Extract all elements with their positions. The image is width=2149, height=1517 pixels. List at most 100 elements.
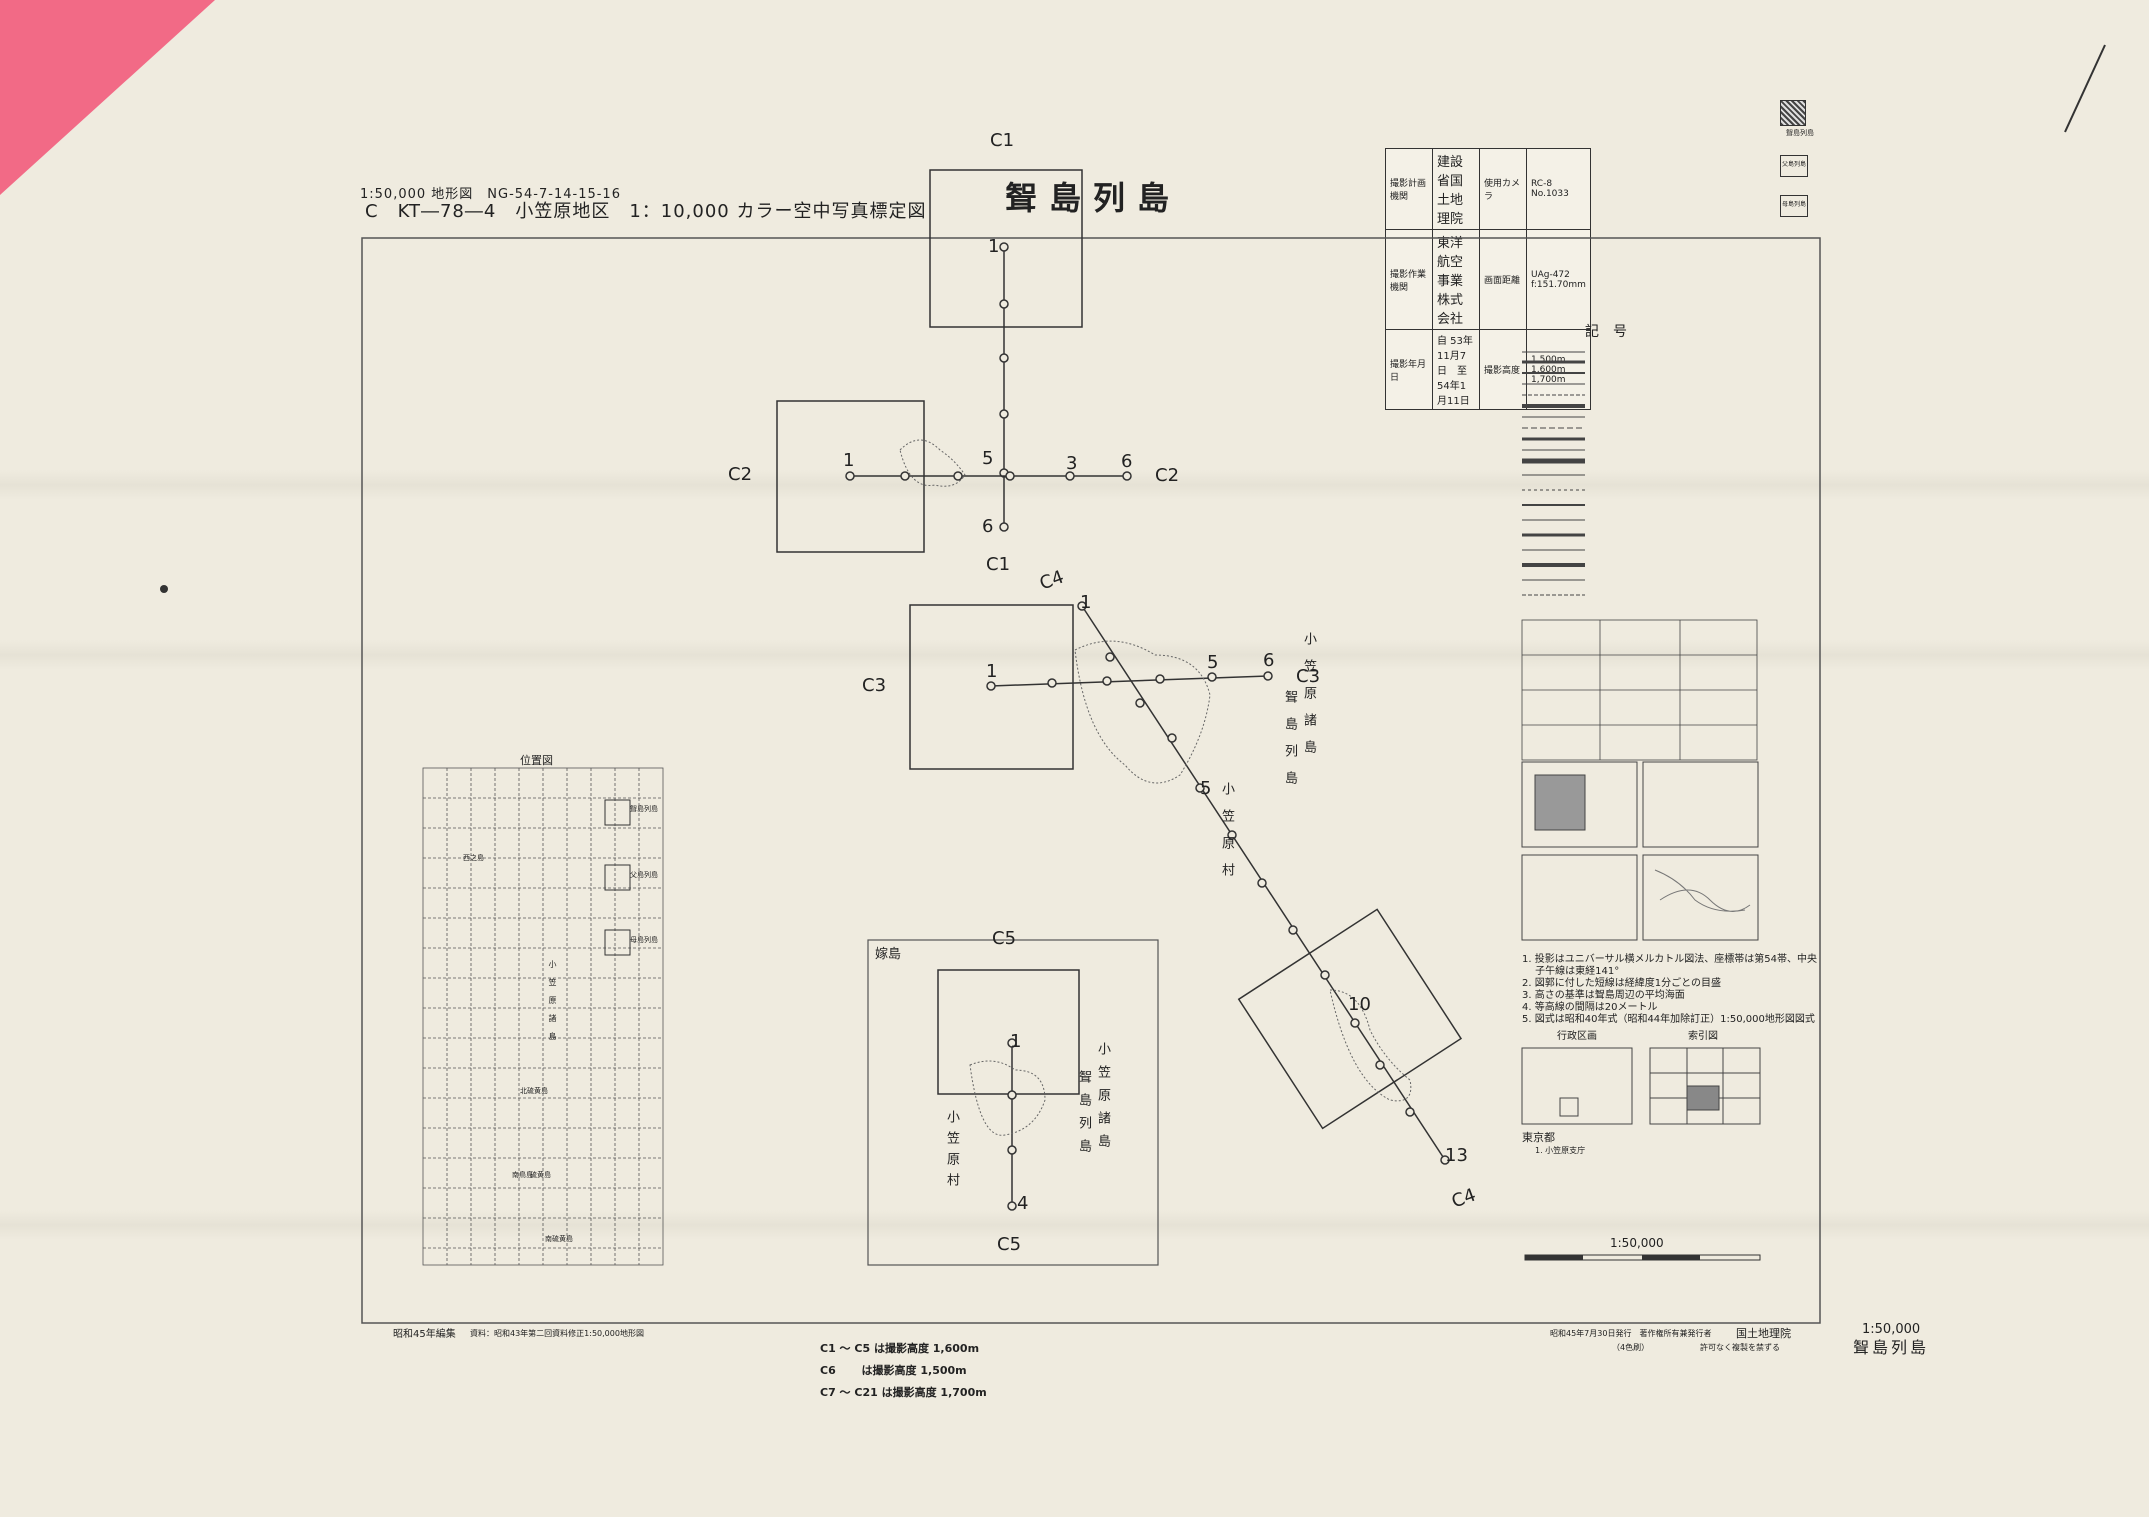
swatch-label: 母島列島 bbox=[1782, 201, 1807, 208]
c4-point-5: 5 bbox=[1200, 778, 1212, 799]
island-outline bbox=[969, 1060, 1046, 1136]
photo-frame-c1 bbox=[929, 169, 1083, 328]
label-c3-right: C3 bbox=[1296, 666, 1321, 687]
location-label: 小笠原諸島 bbox=[548, 960, 557, 1050]
legend-note: 1. 投影はユニバーサル横メルカトル図法、座標帯は第54帯、中央 bbox=[1522, 954, 1817, 965]
location-label: 南硫黄島 bbox=[545, 1235, 573, 1243]
compiled-date: 昭和45年編集 bbox=[393, 1329, 456, 1340]
exposure-points-c5 bbox=[1007, 1038, 1017, 1211]
color-note: （4色刷） bbox=[1612, 1343, 1650, 1352]
label-c3: C3 bbox=[862, 675, 887, 696]
fold-line bbox=[0, 640, 2149, 670]
legend-note: 5. 図式は昭和40年式（昭和44年加除訂正）1:50,000地形図図式 bbox=[1522, 1014, 1815, 1025]
info-label: 撮影高度 bbox=[1479, 329, 1527, 410]
swatch-label: 父島列島 bbox=[1782, 161, 1807, 168]
corner-color-tab bbox=[0, 0, 215, 195]
c4-point-end: 13 bbox=[1445, 1145, 1468, 1166]
fold-line bbox=[0, 1210, 2149, 1240]
location-label: 父島列島 bbox=[630, 871, 658, 879]
info-label: 使用カメラ bbox=[1479, 148, 1527, 230]
photo-frame-c4 bbox=[1237, 908, 1463, 1130]
info-label: 撮影作業機関 bbox=[1385, 229, 1433, 330]
c5-point-end: 4 bbox=[1017, 1193, 1029, 1214]
c2-point-mid: 5 bbox=[982, 448, 994, 469]
c2-point-3: 3 bbox=[1066, 453, 1078, 474]
legend-symbols bbox=[1522, 351, 1585, 596]
location-label: 聟島列島 bbox=[630, 805, 658, 813]
location-label: 母島列島 bbox=[630, 936, 658, 944]
admin-map-title: 行政区画 bbox=[1557, 1031, 1597, 1042]
pencil-stroke bbox=[2064, 44, 2106, 133]
location-label: 硫黄島 bbox=[530, 1171, 551, 1179]
inset-ogasawara-label: 小笠原諸島 bbox=[1095, 1042, 1110, 1157]
scale-bar bbox=[1524, 1254, 1761, 1261]
label-c5-top: C5 bbox=[992, 928, 1017, 949]
index-map-title: 索引図 bbox=[1688, 1031, 1718, 1042]
c3-point-5: 5 bbox=[1207, 652, 1219, 673]
map-subtitle: C KT―78―4 小笠原地区 1：10,000 カラー空中写真標定図 bbox=[365, 201, 927, 222]
archipelago-label: 聟島列島 bbox=[1282, 690, 1297, 798]
c4-point-10: 10 bbox=[1348, 994, 1371, 1015]
altitude-note: C1 ～ C5 は撮影高度 1,600m bbox=[820, 1342, 980, 1355]
inset-village-label: 小笠原村 bbox=[944, 1110, 959, 1194]
sheet-name: 聟島列島 bbox=[1853, 1338, 1930, 1357]
label-c2-right: C2 bbox=[1155, 465, 1180, 486]
info-label: 撮影年月日 bbox=[1385, 329, 1433, 410]
c3-point-end: 6 bbox=[1263, 650, 1275, 671]
island-outline bbox=[899, 439, 966, 487]
index-diagrams bbox=[1521, 1047, 1761, 1125]
location-grid bbox=[422, 767, 664, 1266]
inset-archipelago-label: 聟島列島 bbox=[1076, 1070, 1091, 1162]
tokyo-label: 東京都 bbox=[1522, 1131, 1555, 1144]
legend-title: 記号 bbox=[1585, 324, 1641, 340]
publish-note: 昭和45年7月30日発行 著作権所有兼発行者 bbox=[1550, 1329, 1712, 1338]
village-label: 小笠原村 bbox=[1219, 782, 1234, 890]
c3-point-start: 1 bbox=[986, 661, 998, 682]
location-label: 南鳥島 bbox=[512, 1171, 533, 1179]
c1-point-start: 1 bbox=[988, 236, 1000, 257]
tokyo-sublabel: 1. 小笠原支庁 bbox=[1535, 1146, 1586, 1155]
c2-point-end: 6 bbox=[1121, 451, 1133, 472]
altitude-note: C6 は撮影高度 1,500m bbox=[820, 1364, 967, 1377]
location-map-title: 位置図 bbox=[520, 754, 553, 767]
legend-note: 4. 等高線の間隔は20メートル bbox=[1522, 1002, 1658, 1013]
exposure-points-c1 bbox=[999, 242, 1009, 532]
map-title: 聟島列島 bbox=[1005, 179, 1182, 217]
info-value: RC-8 No.1033 bbox=[1526, 148, 1591, 230]
photo-frame-c3 bbox=[909, 604, 1074, 770]
ogasawara-label: 小笠原諸島 bbox=[1301, 632, 1316, 767]
source-note: 資料：昭和43年第二回資料修正1:50,000地形図 bbox=[470, 1329, 644, 1338]
photo-frame-c5 bbox=[937, 969, 1080, 1095]
info-value: 東洋航空事業株式会社 bbox=[1432, 229, 1480, 330]
legend-tables bbox=[1521, 619, 1758, 761]
map-frame bbox=[361, 237, 1821, 1324]
ink-dot bbox=[160, 585, 168, 593]
inset-island-label: 嫁島 bbox=[875, 947, 902, 962]
swatch-box bbox=[1780, 155, 1808, 177]
c2-point-start: 1 bbox=[843, 450, 855, 471]
inset-frame bbox=[867, 939, 1159, 1266]
series-number: 1:50,000 地形図 NG-54-7-14-15-16 bbox=[360, 187, 621, 202]
label-c1: C1 bbox=[990, 130, 1015, 151]
flight-line-c3 bbox=[990, 675, 1269, 687]
altitude-note: C7 ～ C21 は撮影高度 1,700m bbox=[820, 1386, 987, 1399]
swatch-box bbox=[1780, 195, 1808, 217]
island-outline bbox=[1074, 640, 1211, 784]
label-c5-bottom: C5 bbox=[997, 1234, 1022, 1255]
info-value: 1,500m 1,600m 1,700m bbox=[1526, 329, 1591, 410]
publisher: 国土地理院 bbox=[1736, 1327, 1791, 1340]
info-value: 自 53年11月7日 至 54年1月11日 bbox=[1432, 329, 1480, 410]
location-boxes bbox=[604, 799, 631, 956]
sheet-scale: 1:50,000 bbox=[1862, 1322, 1921, 1337]
exposure-points-c3 bbox=[986, 671, 1273, 691]
info-value: UAg-472 f:151.70mm bbox=[1526, 229, 1591, 330]
location-label: 北硫黄島 bbox=[520, 1087, 548, 1095]
exposure-points-c4 bbox=[1077, 601, 1450, 1165]
c1-point-end: 6 bbox=[982, 516, 994, 537]
location-label: 西之島 bbox=[463, 854, 484, 862]
label-c2-left: C2 bbox=[728, 464, 753, 485]
hatched-swatch bbox=[1780, 100, 1806, 126]
copyright-note: 許可なく複製を禁ずる bbox=[1700, 1343, 1780, 1352]
